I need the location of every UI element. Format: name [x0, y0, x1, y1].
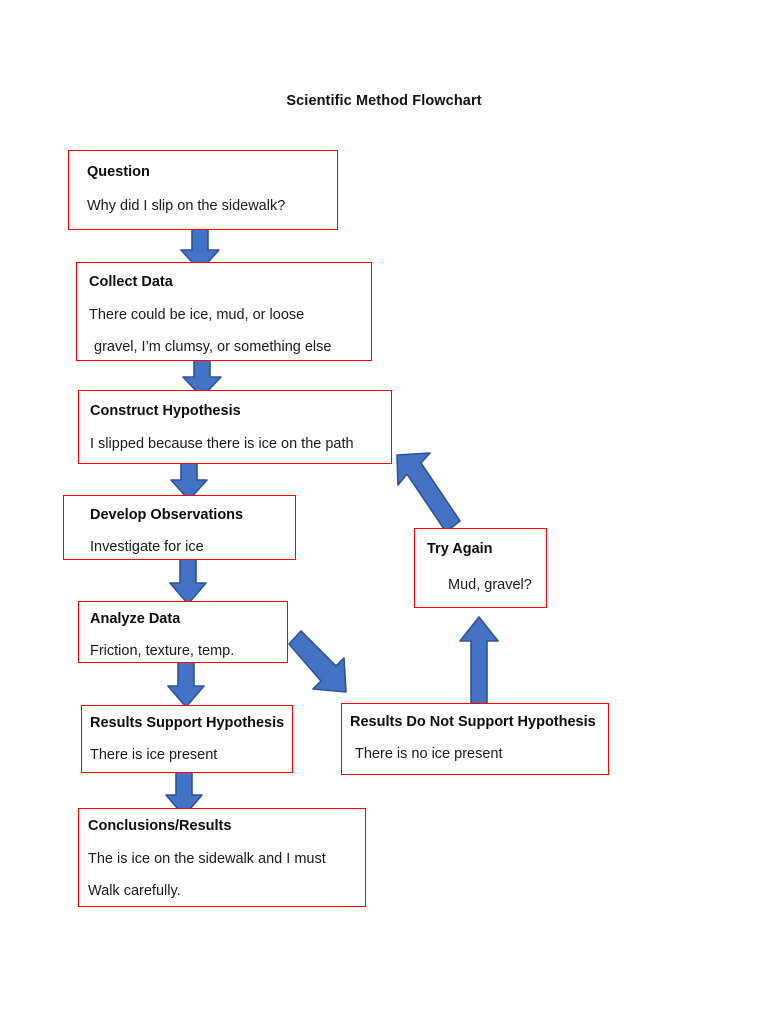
- node-develop-observations-heading: Develop Observations: [90, 507, 244, 523]
- node-question-heading: Question: [87, 164, 150, 180]
- node-construct-hypothesis-heading: Construct Hypothesis: [90, 403, 241, 419]
- node-conclusions-results-line-2: Walk carefully.: [88, 883, 181, 900]
- arrow-results-support-to-conclusions: [163, 769, 205, 817]
- node-construct-hypothesis[interactable]: Construct Hypothesis I slipped because t…: [78, 390, 392, 464]
- node-try-again-heading: Try Again: [427, 541, 493, 557]
- arrow-analyze-to-results-no-support: [286, 628, 362, 700]
- node-collect-data-heading: Collect Data: [89, 274, 173, 290]
- arrow-analyze-to-results-support: [165, 660, 207, 708]
- node-collect-data[interactable]: Collect Data There could be ice, mud, or…: [76, 262, 372, 361]
- node-results-do-not-support-hypothesis[interactable]: Results Do Not Support Hypothesis There …: [341, 703, 609, 775]
- node-try-again[interactable]: Try Again Mud, gravel?: [414, 528, 547, 608]
- node-develop-observations[interactable]: Develop Observations Investigate for ice: [63, 495, 296, 560]
- node-results-support-hypothesis[interactable]: Results Support Hypothesis There is ice …: [81, 705, 293, 773]
- node-collect-data-line-1: There could be ice, mud, or loose: [89, 306, 305, 323]
- node-results-do-not-support-hypothesis-line-1: There is no ice present: [355, 745, 503, 762]
- node-results-support-hypothesis-line-1: There is ice present: [90, 746, 218, 763]
- node-question-line-1: Why did I slip on the sidewalk?: [87, 197, 286, 214]
- node-try-again-line-1: Mud, gravel?: [448, 576, 532, 593]
- arrow-collect-data-to-hypothesis: [180, 358, 224, 398]
- node-analyze-data[interactable]: Analyze Data Friction, texture, temp.: [78, 601, 288, 663]
- page-title: Scientific Method Flowchart: [286, 93, 482, 109]
- arrow-results-no-support-to-try-again: [456, 615, 502, 707]
- node-results-support-hypothesis-heading: Results Support Hypothesis: [90, 715, 285, 731]
- node-results-do-not-support-hypothesis-heading: Results Do Not Support Hypothesis: [350, 714, 596, 730]
- node-construct-hypothesis-line-1: I slipped because there is ice on the pa…: [90, 435, 354, 452]
- node-collect-data-line-2: gravel, I’m clumsy, or something else: [94, 339, 332, 356]
- arrow-question-to-collect-data: [178, 228, 222, 272]
- node-develop-observations-line-1: Investigate for ice: [90, 538, 204, 555]
- arrow-try-again-to-hypothesis: [392, 447, 464, 539]
- node-conclusions-results-heading: Conclusions/Results: [88, 818, 232, 834]
- arrow-hypothesis-to-observations: [168, 461, 210, 501]
- node-conclusions-results[interactable]: Conclusions/Results The is ice on the si…: [78, 808, 366, 907]
- node-conclusions-results-line-1: The is ice on the sidewalk and I must: [88, 850, 326, 867]
- node-analyze-data-heading: Analyze Data: [90, 611, 181, 627]
- arrow-observations-to-analyze: [167, 557, 209, 605]
- node-question[interactable]: Question Why did I slip on the sidewalk?: [68, 150, 338, 230]
- node-analyze-data-line-1: Friction, texture, temp.: [90, 642, 235, 659]
